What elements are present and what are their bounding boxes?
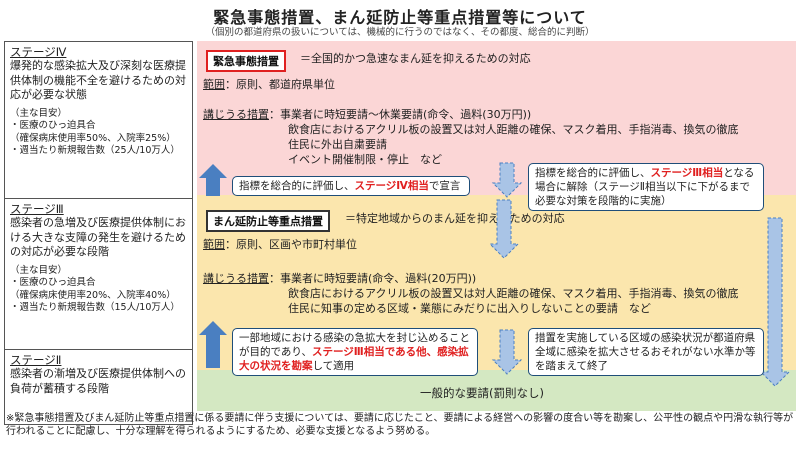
footer-note: ※緊急事態措置及びまん延防止等重点措置に係る要請に伴う支援については、要請に応じ… (6, 413, 794, 437)
emergency-measure-2: 飲食店におけるアクリル板の設置又は対人距離の確保、マスク着用、手指消毒、換気の徹… (288, 123, 739, 136)
stage-2-desc: 感染者の漸増及び医療提供体制への負荷が蓄積する段階 (10, 367, 186, 395)
page-subtitle: （個別の都道府県の扱いについては、機械的に行うのではなく、その都度、総合的に判断… (205, 27, 595, 38)
apply-note-text-end: して適用 (312, 360, 355, 372)
emergency-scope: ：原則、都道府県単位 (225, 78, 335, 91)
stage-2: ステージⅡ 感染者の漸増及び医療提供体制への負荷が蓄積する段階 (5, 350, 192, 425)
priority-measure-1: ：事業者に時短要請(命令、過料(20万円)) (269, 272, 477, 285)
stage-4-criteria-3: ・週当たり新規報告数（25人/10万人） (10, 145, 180, 156)
declare-note-highlight: ステージⅣ相当 (354, 180, 429, 192)
stage-4: ステージⅣ 爆発的な感染拡大及び深刻な医療提供体制の機能不全を避けるための対応が… (5, 42, 192, 198)
up-arrow-icon (199, 321, 227, 368)
stage-divider (5, 198, 192, 199)
end-note-text: 措置を実施している区域の感染状況が都道府県全域に感染を拡大させるおそれがない水準… (535, 332, 756, 372)
stage-3-criteria-2: （確保病床使用率20%、入院率40%） (10, 289, 176, 301)
stage-4-criteria-1: ・医療のひっ迫具合 (10, 120, 96, 131)
up-arrow-icon (199, 164, 227, 196)
stage-3-desc: 感染者の急増及び医療提供体制における大きな支障の発生を避けるための対応が必要な段… (10, 216, 186, 258)
apply-note-highlight: ステージⅢ相当である他、感染拡大の状況を勘案 (239, 346, 469, 372)
apply-note-text: 一部地域における感染の急拡大を封じ込めることが目的であり、 (239, 332, 470, 358)
stage-3-name: ステージⅢ (10, 202, 64, 216)
emergency-measure-3: 住民に外出自粛要請 (288, 138, 387, 151)
stage-divider (5, 349, 192, 350)
emergency-measure-4: イベント開催制限・停止 など (288, 153, 442, 166)
stage-3-criteria-title: （主な目安） (10, 264, 68, 276)
priority-measures-label: 講じうる措置 (203, 272, 269, 285)
lift-note: 指標を総合的に評価し、ステージⅢ相当となる場合に解除（ステージⅡ相当以下に下がる… (528, 163, 764, 211)
emergency-scope-label: 範囲 (203, 78, 225, 91)
general-band (197, 370, 796, 411)
lift-note-text-end: となる場合に解除（ステージⅡ相当以下に下がるまで必要な対策を段階的に実施） (535, 167, 755, 207)
declare-note-text-end: で宣言 (428, 180, 461, 192)
lift-note-text: 指標を総合的に評価し、 (535, 167, 651, 179)
emergency-measures-label: 講じうる措置 (203, 108, 269, 121)
emergency-tag: 緊急事態措置 (206, 50, 286, 72)
stage-column: ステージⅣ 爆発的な感染拡大及び深刻な医療提供体制の機能不全を避けるための対応が… (4, 41, 193, 425)
stage-3-criteria-1: ・医療のひっ迫具合 (10, 277, 96, 288)
priority-measure-3: 住民に知事の定める区域・業態にみだりに出入りしないことの要請 など (288, 302, 651, 315)
down-arrow-icon (491, 162, 523, 198)
stage-2-name: ステージⅡ (10, 353, 62, 367)
lift-note-highlight: ステージⅢ相当 (650, 167, 724, 179)
stage-3: ステージⅢ 感染者の急増及び医療提供体制における大きな支障の発生を避けるための対… (5, 199, 192, 349)
declare-note-text: 指標を総合的に評価し、 (239, 180, 355, 192)
stage-4-criteria-2: （確保病床使用率50%、入院率25%） (10, 132, 176, 144)
down-arrow-icon (488, 199, 520, 259)
stage-4-desc: 爆発的な感染拡大及び深刻な医療提供体制の機能不全を避けるための対応が必要な状態 (10, 59, 186, 101)
priority-scope-label: 範囲 (203, 238, 225, 251)
stage-4-criteria-title: （主な目安） (10, 107, 68, 119)
stage-4-name: ステージⅣ (10, 45, 67, 59)
declare-note: 指標を総合的に評価し、ステージⅣ相当で宣言 (232, 176, 470, 196)
down-arrow-icon (491, 329, 523, 375)
down-arrow-icon (759, 217, 791, 387)
emergency-definition: ＝全国的かつ急速なまん延を抑えるための対応 (300, 52, 531, 65)
general-request: 一般的な要請(罰則なし) (420, 386, 544, 400)
page-title: 緊急事態措置、まん延防止等重点措置等について (213, 8, 587, 27)
priority-tag: まん延防止等重点措置 (206, 210, 330, 232)
priority-measure-2: 飲食店におけるアクリル板の設置又は対人距離の確保、マスク着用、手指消毒、換気の徹… (288, 287, 739, 300)
emergency-measure-1: ：事業者に時短要請～休業要請(命令、過料(30万円)) (269, 108, 532, 121)
priority-scope: ：原則、区画や市町村単位 (225, 238, 357, 251)
apply-note: 一部地域における感染の急拡大を封じ込めることが目的であり、ステージⅢ相当である他… (232, 328, 478, 376)
stage-3-criteria-3: ・週当たり新規報告数（15人/10万人） (10, 302, 180, 313)
end-note: 措置を実施している区域の感染状況が都道府県全域に感染を拡大させるおそれがない水準… (528, 328, 764, 376)
